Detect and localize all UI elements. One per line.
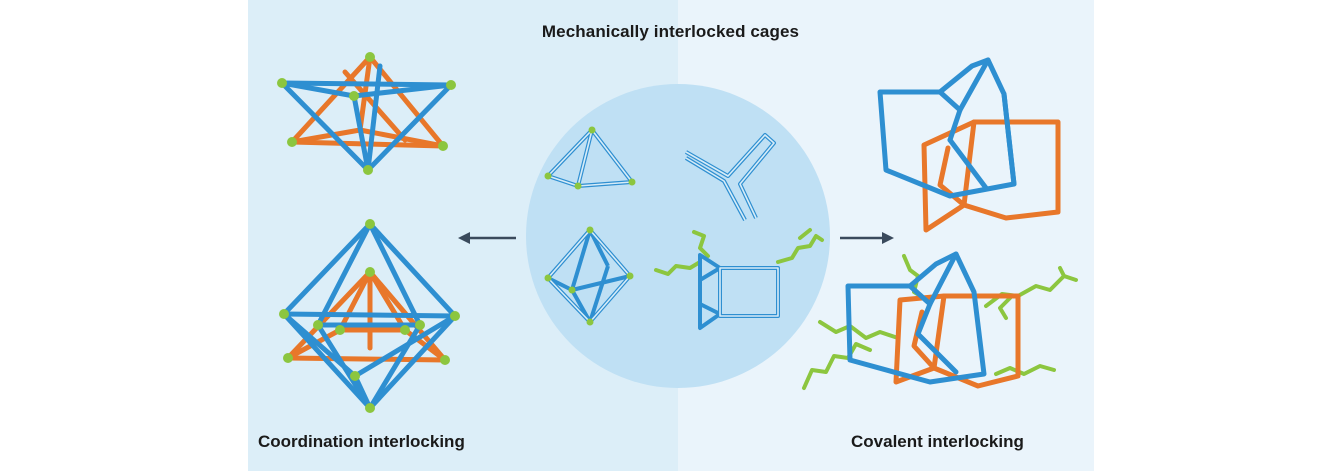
covalent-interlocking-label: Covalent interlocking bbox=[851, 432, 1024, 451]
octahedron-building-block bbox=[544, 226, 634, 326]
tetrahedron-building-block bbox=[544, 126, 636, 190]
tritopic-linker-building-block bbox=[684, 133, 776, 221]
coordination-octahedral-interlocked-cage bbox=[279, 219, 460, 413]
arrow-left-icon bbox=[458, 232, 516, 244]
covalent-interlocked-cage-with-side-chains bbox=[802, 251, 1078, 390]
arrow-right-icon bbox=[840, 232, 894, 244]
center-building-blocks-circle bbox=[526, 84, 830, 388]
coordination-interlocking-label: Coordination interlocking bbox=[258, 432, 465, 451]
figure-title: Mechanically interlocked cages bbox=[541, 22, 800, 41]
covalent-interlocked-cage bbox=[877, 57, 1061, 233]
coordination-tetrahedral-interlocked-cage bbox=[277, 52, 456, 175]
functionalized-linker-building-block bbox=[654, 228, 824, 330]
